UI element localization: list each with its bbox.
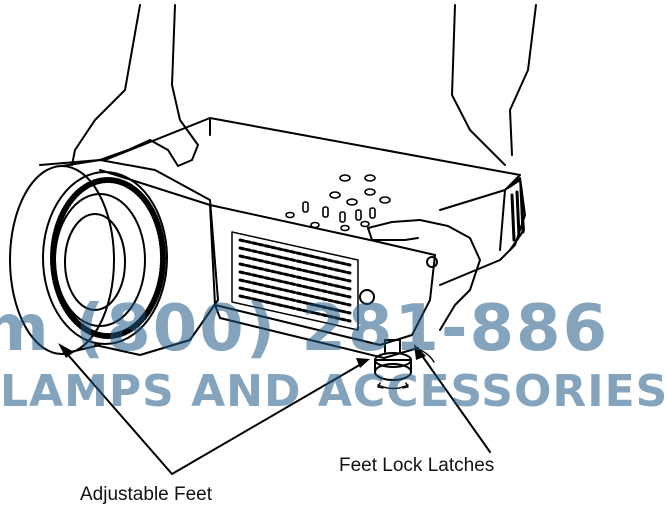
right-hand: [367, 4, 537, 331]
projector-illustration: [9, 4, 537, 475]
control-buttons: [285, 174, 391, 232]
watermark-phone: m (800) 281-886: [0, 292, 610, 366]
lens-assembly: [9, 159, 219, 356]
diagram: m (800) 281-886 LAMPS AND ACCESSORIES Fe…: [0, 4, 668, 505]
callout-pointers: [61, 347, 491, 475]
feet-lock-latches-label: Feet Lock Latches: [339, 455, 495, 476]
adjustable-foot: [374, 339, 435, 390]
left-hand: [71, 4, 199, 167]
watermark-tagline: LAMPS AND ACCESSORIES: [0, 366, 668, 417]
vent-grille: [238, 238, 352, 323]
arrowheads: [58, 343, 426, 368]
adjustable-feet-label: Adjustable Feet: [80, 484, 213, 505]
